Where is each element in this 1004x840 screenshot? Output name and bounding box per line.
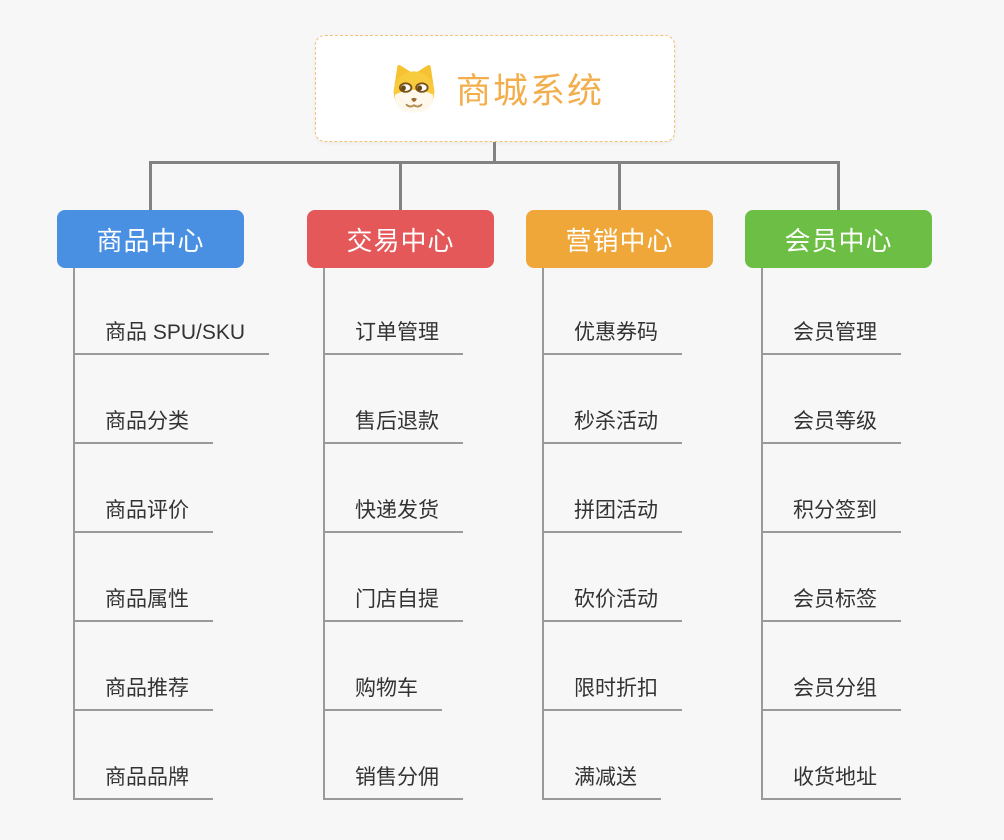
branch-drop-connector <box>399 163 402 210</box>
tree-node[interactable]: 限时折扣 <box>542 622 682 711</box>
tree-node-label: 会员管理 <box>793 321 877 344</box>
root-node[interactable]: 商城系统 <box>315 35 675 142</box>
tree-node-label: 限时折扣 <box>574 677 658 700</box>
tree-node[interactable]: 优惠券码 <box>542 268 682 355</box>
tree-node-label: 商品属性 <box>105 588 189 611</box>
tree-node[interactable]: 销售分佣 <box>323 711 463 800</box>
branch-children: 订单管理 售后退款 快递发货 门店自提 购物车 销售分佣 <box>323 268 557 800</box>
branch-drop-connector <box>618 163 621 210</box>
tree-node-label: 订单管理 <box>355 321 439 344</box>
tree-node[interactable]: 积分签到 <box>761 444 901 533</box>
root-stub-connector <box>493 142 496 163</box>
tree-node[interactable]: 拼团活动 <box>542 444 682 533</box>
dog-face-icon <box>393 64 435 113</box>
tree-node-label: 满减送 <box>574 766 637 789</box>
tree-node-label: 商品评价 <box>105 499 189 522</box>
tree-node-label: 商品 SPU/SKU <box>105 321 246 344</box>
tree-node[interactable]: 会员分组 <box>761 622 901 711</box>
horizontal-connector <box>149 161 840 164</box>
tree-node[interactable]: 商品 SPU/SKU <box>73 268 270 355</box>
tree-node-label: 门店自提 <box>355 588 439 611</box>
root-title: 商城系统 <box>455 72 604 111</box>
branch-children: 优惠券码 秒杀活动 拼团活动 砍价活动 限时折扣 满减送 <box>542 268 776 800</box>
tree-node-label: 收货地址 <box>793 766 877 789</box>
tree-node-label: 拼团活动 <box>574 499 658 522</box>
tree-node[interactable]: 会员等级 <box>761 355 901 444</box>
branch-products: 商品中心 商品 SPU/SKU 商品分类 商品评价 商品属性 商品推荐 商品品牌 <box>57 210 307 800</box>
tree-node[interactable]: 商品评价 <box>73 444 213 533</box>
branch-children: 会员管理 会员等级 积分签到 会员标签 会员分组 收货地址 <box>761 268 995 800</box>
tree-node[interactable]: 订单管理 <box>323 268 463 355</box>
tree-node-label: 商品分类 <box>105 410 189 433</box>
tree-node[interactable]: 售后退款 <box>323 355 463 444</box>
tree-node[interactable]: 商品分类 <box>73 355 213 444</box>
branch-header-products[interactable]: 商品中心 <box>57 210 244 268</box>
tree-node-label: 售后退款 <box>355 410 439 433</box>
branch-header-marketing[interactable]: 营销中心 <box>526 210 713 268</box>
tree-node[interactable]: 门店自提 <box>323 533 463 622</box>
tree-node-label: 快递发货 <box>355 499 439 522</box>
tree-node-label: 商品品牌 <box>105 766 189 789</box>
branch-children: 商品 SPU/SKU 商品分类 商品评价 商品属性 商品推荐 商品品牌 <box>73 268 307 800</box>
tree-node[interactable]: 商品品牌 <box>73 711 213 800</box>
tree-node[interactable]: 满减送 <box>542 711 661 800</box>
branch-drop-connector <box>837 163 840 210</box>
tree-node[interactable]: 砍价活动 <box>542 533 682 622</box>
tree-node-label: 积分签到 <box>793 499 877 522</box>
tree-node[interactable]: 购物车 <box>323 622 442 711</box>
tree-node-label: 秒杀活动 <box>574 410 658 433</box>
tree-node[interactable]: 商品推荐 <box>73 622 213 711</box>
tree-node-label: 优惠券码 <box>574 321 658 344</box>
branch-header-trade[interactable]: 交易中心 <box>307 210 494 268</box>
tree-node[interactable]: 秒杀活动 <box>542 355 682 444</box>
tree-node-label: 会员标签 <box>793 588 877 611</box>
tree-node[interactable]: 会员标签 <box>761 533 901 622</box>
branch-trade: 交易中心 订单管理 售后退款 快递发货 门店自提 购物车 销售分佣 <box>307 210 557 800</box>
tree-node-label: 商品推荐 <box>105 677 189 700</box>
tree-node-label: 会员分组 <box>793 677 877 700</box>
branch-members: 会员中心 会员管理 会员等级 积分签到 会员标签 会员分组 收货地址 <box>745 210 995 800</box>
tree-node-label: 会员等级 <box>793 410 877 433</box>
branch-drop-connector <box>149 163 152 210</box>
tree-node[interactable]: 快递发货 <box>323 444 463 533</box>
tree-node[interactable]: 商品属性 <box>73 533 213 622</box>
branch-marketing: 营销中心 优惠券码 秒杀活动 拼团活动 砍价活动 限时折扣 满减送 <box>526 210 776 800</box>
branch-header-members[interactable]: 会员中心 <box>745 210 932 268</box>
tree-node[interactable]: 收货地址 <box>761 711 901 800</box>
tree-node-label: 砍价活动 <box>574 588 658 611</box>
tree-node-label: 销售分佣 <box>355 766 439 789</box>
tree-node[interactable]: 会员管理 <box>761 268 901 355</box>
tree-node-label: 购物车 <box>355 677 418 700</box>
